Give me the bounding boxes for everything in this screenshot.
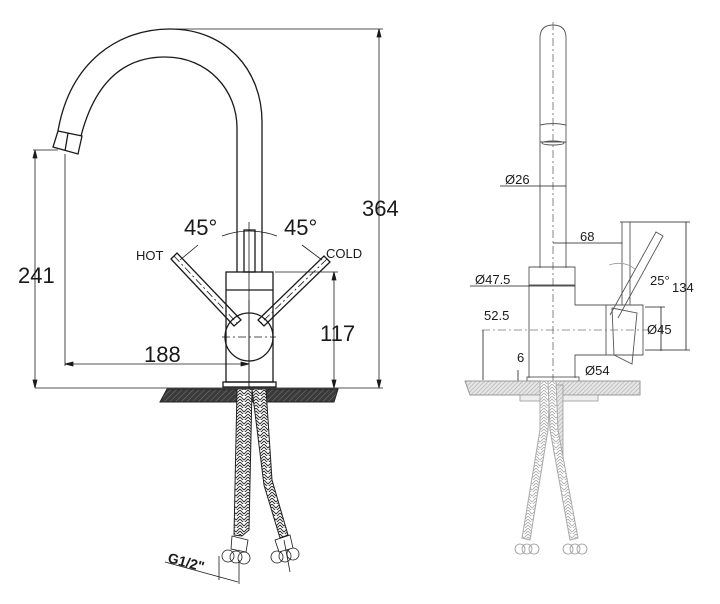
handle-height-label: 134 xyxy=(672,280,694,295)
axis-height-label: 52.5 xyxy=(484,308,509,323)
angle-arc-ends xyxy=(179,244,323,261)
angle-hot-label: 45° xyxy=(184,215,217,240)
dim-spout-reach-label: 188 xyxy=(144,342,181,367)
angle-cold-label: 45° xyxy=(284,215,317,240)
handle-diameter-label: Ø45 xyxy=(647,322,672,337)
side-handle-tilted xyxy=(611,307,638,365)
cold-hose xyxy=(251,388,289,539)
side-lever xyxy=(609,231,664,319)
spout-nozzle xyxy=(52,130,83,155)
front-view: G1/2" 364 241 188 117 45° 45° HOT COLD xyxy=(18,28,399,584)
angle-arc xyxy=(221,230,278,237)
dim-body-height-label: 117 xyxy=(320,321,355,346)
dim-spout-height-label: 241 xyxy=(18,263,55,288)
cartridge-stem xyxy=(243,229,256,273)
dim-total-height-label: 364 xyxy=(362,196,399,221)
cold-lever xyxy=(257,255,331,327)
faucet-body xyxy=(225,271,274,383)
side-body xyxy=(528,266,606,378)
side-hose-left xyxy=(521,380,551,541)
side-hose-right xyxy=(547,380,579,541)
spout-diameter-label: Ø26 xyxy=(505,172,530,187)
dim-handle-height xyxy=(630,221,690,351)
hot-lever xyxy=(170,252,242,327)
cold-label: COLD xyxy=(326,246,362,261)
hose-fitting-left xyxy=(221,535,251,565)
spout-inner xyxy=(80,56,238,272)
lever-angle-arc xyxy=(608,262,637,271)
side-handle xyxy=(605,304,644,356)
dim-body-height xyxy=(275,271,338,389)
body-diameter-label: Ø47.5 xyxy=(475,272,510,287)
connection-label: G1/2" xyxy=(166,549,206,574)
dim-spout-reach xyxy=(64,154,250,367)
side-view: Ø26 68 Ø47.5 25° 134 Ø45 52.5 6 Ø54 xyxy=(464,22,694,555)
base-diameter-label: Ø54 xyxy=(585,363,610,378)
dim-connection xyxy=(164,556,240,584)
hot-hose xyxy=(233,388,253,537)
hot-label: HOT xyxy=(136,248,164,263)
base-plate xyxy=(222,381,277,388)
side-fittings xyxy=(514,543,588,555)
handle-offset-label: 68 xyxy=(580,229,594,244)
dim-handle-diameter xyxy=(645,306,665,351)
spout-outer xyxy=(57,28,263,272)
dim-spout-height xyxy=(32,149,58,389)
base-thickness-label: 6 xyxy=(517,350,524,365)
dim-total-height xyxy=(35,28,383,389)
hose-fitting-right xyxy=(270,534,300,573)
lever-angle-label: 25° xyxy=(650,273,670,288)
